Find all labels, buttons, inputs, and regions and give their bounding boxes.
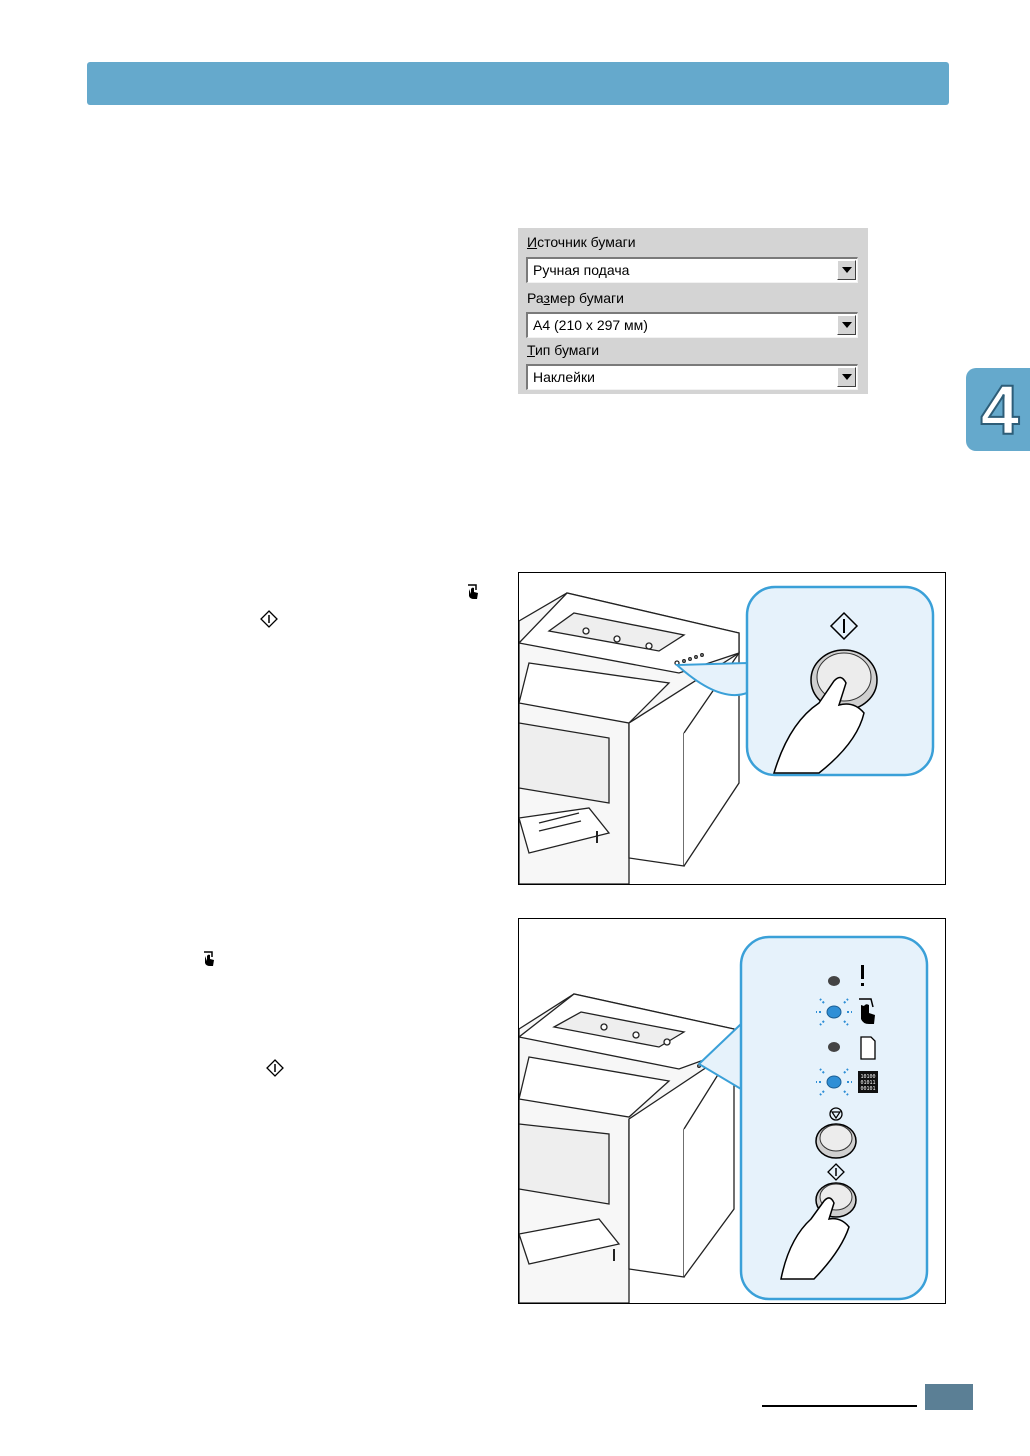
- manual-feed-icon: [859, 998, 874, 1008]
- hand-pressing-icon: [780, 1197, 850, 1280]
- cancel-icon: [829, 1107, 843, 1121]
- page-number-box: [925, 1384, 973, 1410]
- start-stop-icon: [266, 1059, 284, 1077]
- start-stop-icon: [829, 611, 859, 641]
- error-indicator-led: [828, 965, 864, 986]
- paper-icon: [860, 1036, 876, 1060]
- svg-text:4: 4: [981, 376, 1020, 442]
- start-stop-icon: [260, 610, 278, 628]
- manual-feed-icon: [204, 951, 214, 966]
- cancel-button-drawing: [815, 1123, 857, 1159]
- dropdown-arrow-icon[interactable]: [837, 260, 856, 280]
- svg-text:00101: 00101: [860, 1086, 875, 1092]
- paper-source-label: Источник бумаги: [527, 234, 636, 250]
- printer-drawing: [517, 592, 740, 885]
- paper-size-label: Размер бумаги: [527, 290, 624, 306]
- chapter-number-graphic: 4: [980, 376, 1021, 442]
- start-stop-icon: [827, 1163, 845, 1181]
- dropdown-arrow-icon[interactable]: [837, 367, 856, 387]
- svg-text:10100: 10100: [860, 1074, 875, 1080]
- paper-source-value: Ручная подача: [533, 262, 630, 278]
- chapter-tab: 4: [966, 368, 1030, 451]
- data-indicator-led: 10100 01011 00101: [816, 1068, 878, 1096]
- paper-indicator-led: [828, 1036, 876, 1060]
- paper-settings-dialog: Источник бумаги Ручная подача Размер бум…: [518, 228, 868, 394]
- dropdown-arrow-icon[interactable]: [837, 315, 856, 335]
- error-indicator-icon: [861, 965, 864, 979]
- paper-size-select[interactable]: A4 (210 x 297 мм): [526, 312, 858, 338]
- paper-type-label: Тип бумаги: [527, 342, 600, 358]
- data-indicator-icon: [858, 1071, 878, 1093]
- paper-size-value: A4 (210 x 297 мм): [533, 317, 648, 333]
- paper-type-select[interactable]: Наклейки: [526, 364, 858, 390]
- footer-rule: [762, 1405, 917, 1407]
- hand-pressing-icon: [772, 676, 865, 774]
- printer-control-panel-illustration: 10100 01011 00101: [517, 918, 946, 1304]
- manual-feed-icon: [468, 584, 478, 599]
- svg-text:01011: 01011: [860, 1080, 875, 1086]
- printer-start-button-illustration: [517, 572, 946, 885]
- manual-feed-indicator-led: [816, 998, 875, 1026]
- paper-type-value: Наклейки: [533, 369, 595, 385]
- printer-drawing: [517, 993, 735, 1304]
- chapter-header-bar: [87, 62, 949, 105]
- paper-source-select[interactable]: Ручная подача: [526, 257, 858, 283]
- callout-bubble: [739, 935, 929, 1301]
